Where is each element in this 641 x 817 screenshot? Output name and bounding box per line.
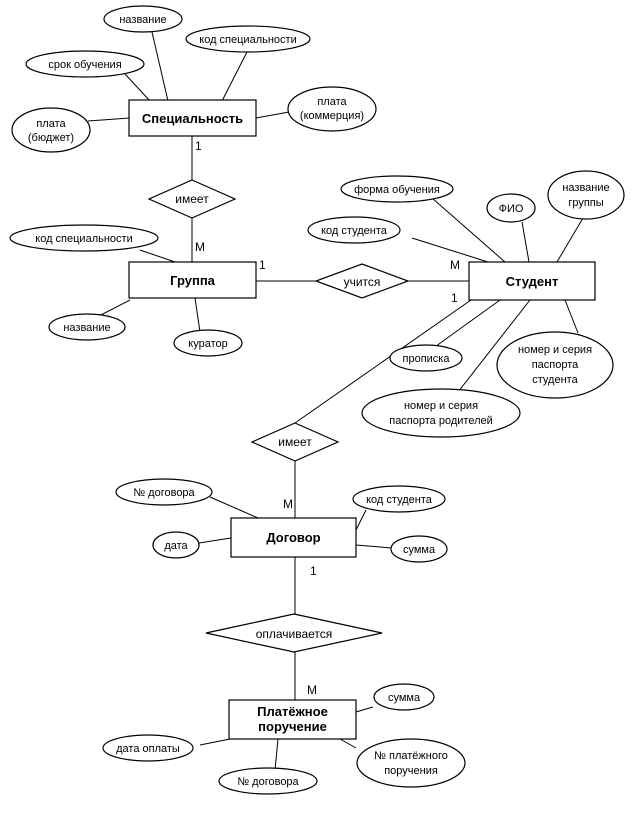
attribute-label: дата оплаты — [116, 743, 180, 755]
relationship-specialty-group: имеет — [147, 179, 237, 219]
cardinality-specialty: 1 — [195, 139, 202, 153]
attribute-label: код студента — [366, 494, 433, 506]
attribute-student-residence: прописка — [389, 344, 463, 372]
attribute-label: плата — [36, 118, 66, 130]
attribute-label: форма обучения — [354, 184, 440, 196]
relationship-contract-payment: оплачивается — [205, 613, 383, 653]
attribute-label: название — [63, 322, 110, 334]
cardinality-contract-one: 1 — [310, 564, 317, 578]
attribute-label: ФИО — [499, 203, 524, 215]
cardinality-student-many: M — [450, 258, 460, 272]
cardinality-group-many: M — [195, 240, 205, 254]
attribute-contract-date: дата — [152, 531, 200, 559]
attribute-label: дата — [164, 540, 188, 552]
attribute-contract-sum: сумма — [390, 535, 448, 563]
attribute-payment-sum: сумма — [373, 683, 435, 711]
attribute-label: поручения — [384, 765, 438, 777]
attribute-label: студента — [532, 374, 578, 386]
attribute-label: куратор — [188, 338, 227, 350]
attribute-specialty-fee-commercial: плата (коммерция) — [287, 86, 377, 132]
attribute-payment-pay-date: дата оплаты — [102, 734, 194, 762]
relationship-student-contract: имеет — [250, 422, 340, 462]
cardinality-payment-many: M — [307, 683, 317, 697]
attribute-label: срок обучения — [48, 59, 121, 71]
attribute-specialty-duration: срок обучения — [25, 50, 145, 78]
entity-student: Студент — [468, 261, 596, 301]
attribute-specialty-name: название — [103, 5, 183, 33]
entity-payment-label-line1: Платёжное — [257, 704, 328, 719]
attribute-label: номер и серия — [404, 400, 478, 412]
attribute-label: плата — [317, 96, 347, 108]
attribute-label: код специальности — [35, 233, 132, 245]
relationship-group-student: учится — [314, 263, 410, 299]
entity-specialty: Специальность — [128, 99, 257, 137]
attribute-student-passport: номер и серия паспорта студента — [496, 331, 614, 399]
attribute-label: № платёжного — [374, 750, 448, 762]
attribute-group-curator: куратор — [173, 329, 243, 357]
attribute-student-code: код студента — [307, 216, 401, 244]
attribute-specialty-fee-budget: плата (бюджет) — [11, 107, 91, 153]
attribute-specialty-code: код специальности — [185, 25, 311, 53]
attribute-label: сумма — [388, 692, 421, 704]
cardinalities: 1 M 1 M 1 M 1 M — [195, 139, 460, 697]
attribute-label: паспорта — [532, 359, 579, 371]
attribute-payment-contract-number: № договора — [218, 767, 318, 795]
attribute-label: паспорта родителей — [389, 415, 493, 427]
attribute-group-name: название — [48, 313, 126, 341]
attribute-label: № договора — [237, 776, 299, 788]
entity-payment-label-line2: поручение — [258, 719, 327, 734]
attribute-group-specialty-code: код специальности — [9, 224, 159, 252]
entity-payment-order: Платёжное поручение — [228, 699, 357, 740]
attribute-label: сумма — [403, 544, 436, 556]
attribute-student-study-form: форма обучения — [340, 175, 454, 203]
attribute-contract-number: № договора — [115, 478, 213, 506]
attribute-payment-order-number: № платёжного поручения — [356, 738, 466, 788]
attribute-contract-student-code: код студента — [352, 485, 446, 513]
entity-contract-label: Договор — [266, 530, 320, 545]
attribute-label: (коммерция) — [300, 110, 364, 122]
entity-specialty-label: Специальность — [142, 111, 243, 126]
attribute-label: название — [562, 182, 609, 194]
relationship-studies-label: учится — [344, 275, 381, 289]
relationship-has-contract-label: имеет — [278, 435, 312, 449]
connector-lines — [87, 31, 584, 771]
cardinality-group-one: 1 — [259, 258, 266, 272]
entity-group-label: Группа — [170, 273, 216, 288]
attribute-label: № договора — [133, 487, 195, 499]
attribute-student-parent-passport: номер и серия паспорта родителей — [361, 388, 521, 438]
attribute-label: группы — [568, 197, 603, 209]
attribute-label: код специальности — [199, 34, 296, 46]
attribute-student-fio: ФИО — [486, 193, 536, 223]
entity-student-label: Студент — [506, 274, 559, 289]
cardinality-contract-many: M — [283, 497, 293, 511]
attribute-label: прописка — [403, 353, 451, 365]
relationship-has-label: имеет — [175, 192, 209, 206]
attribute-label: номер и серия — [518, 344, 592, 356]
relationship-paid-label: оплачивается — [256, 627, 333, 641]
entity-group: Группа — [128, 261, 257, 299]
attribute-label: (бюджет) — [28, 132, 74, 144]
attribute-label: название — [119, 14, 166, 26]
attribute-student-group-name: название группы — [547, 170, 625, 220]
attribute-label: код студента — [321, 225, 388, 237]
entity-contract: Договор — [230, 517, 357, 558]
cardinality-student-one: 1 — [451, 291, 458, 305]
